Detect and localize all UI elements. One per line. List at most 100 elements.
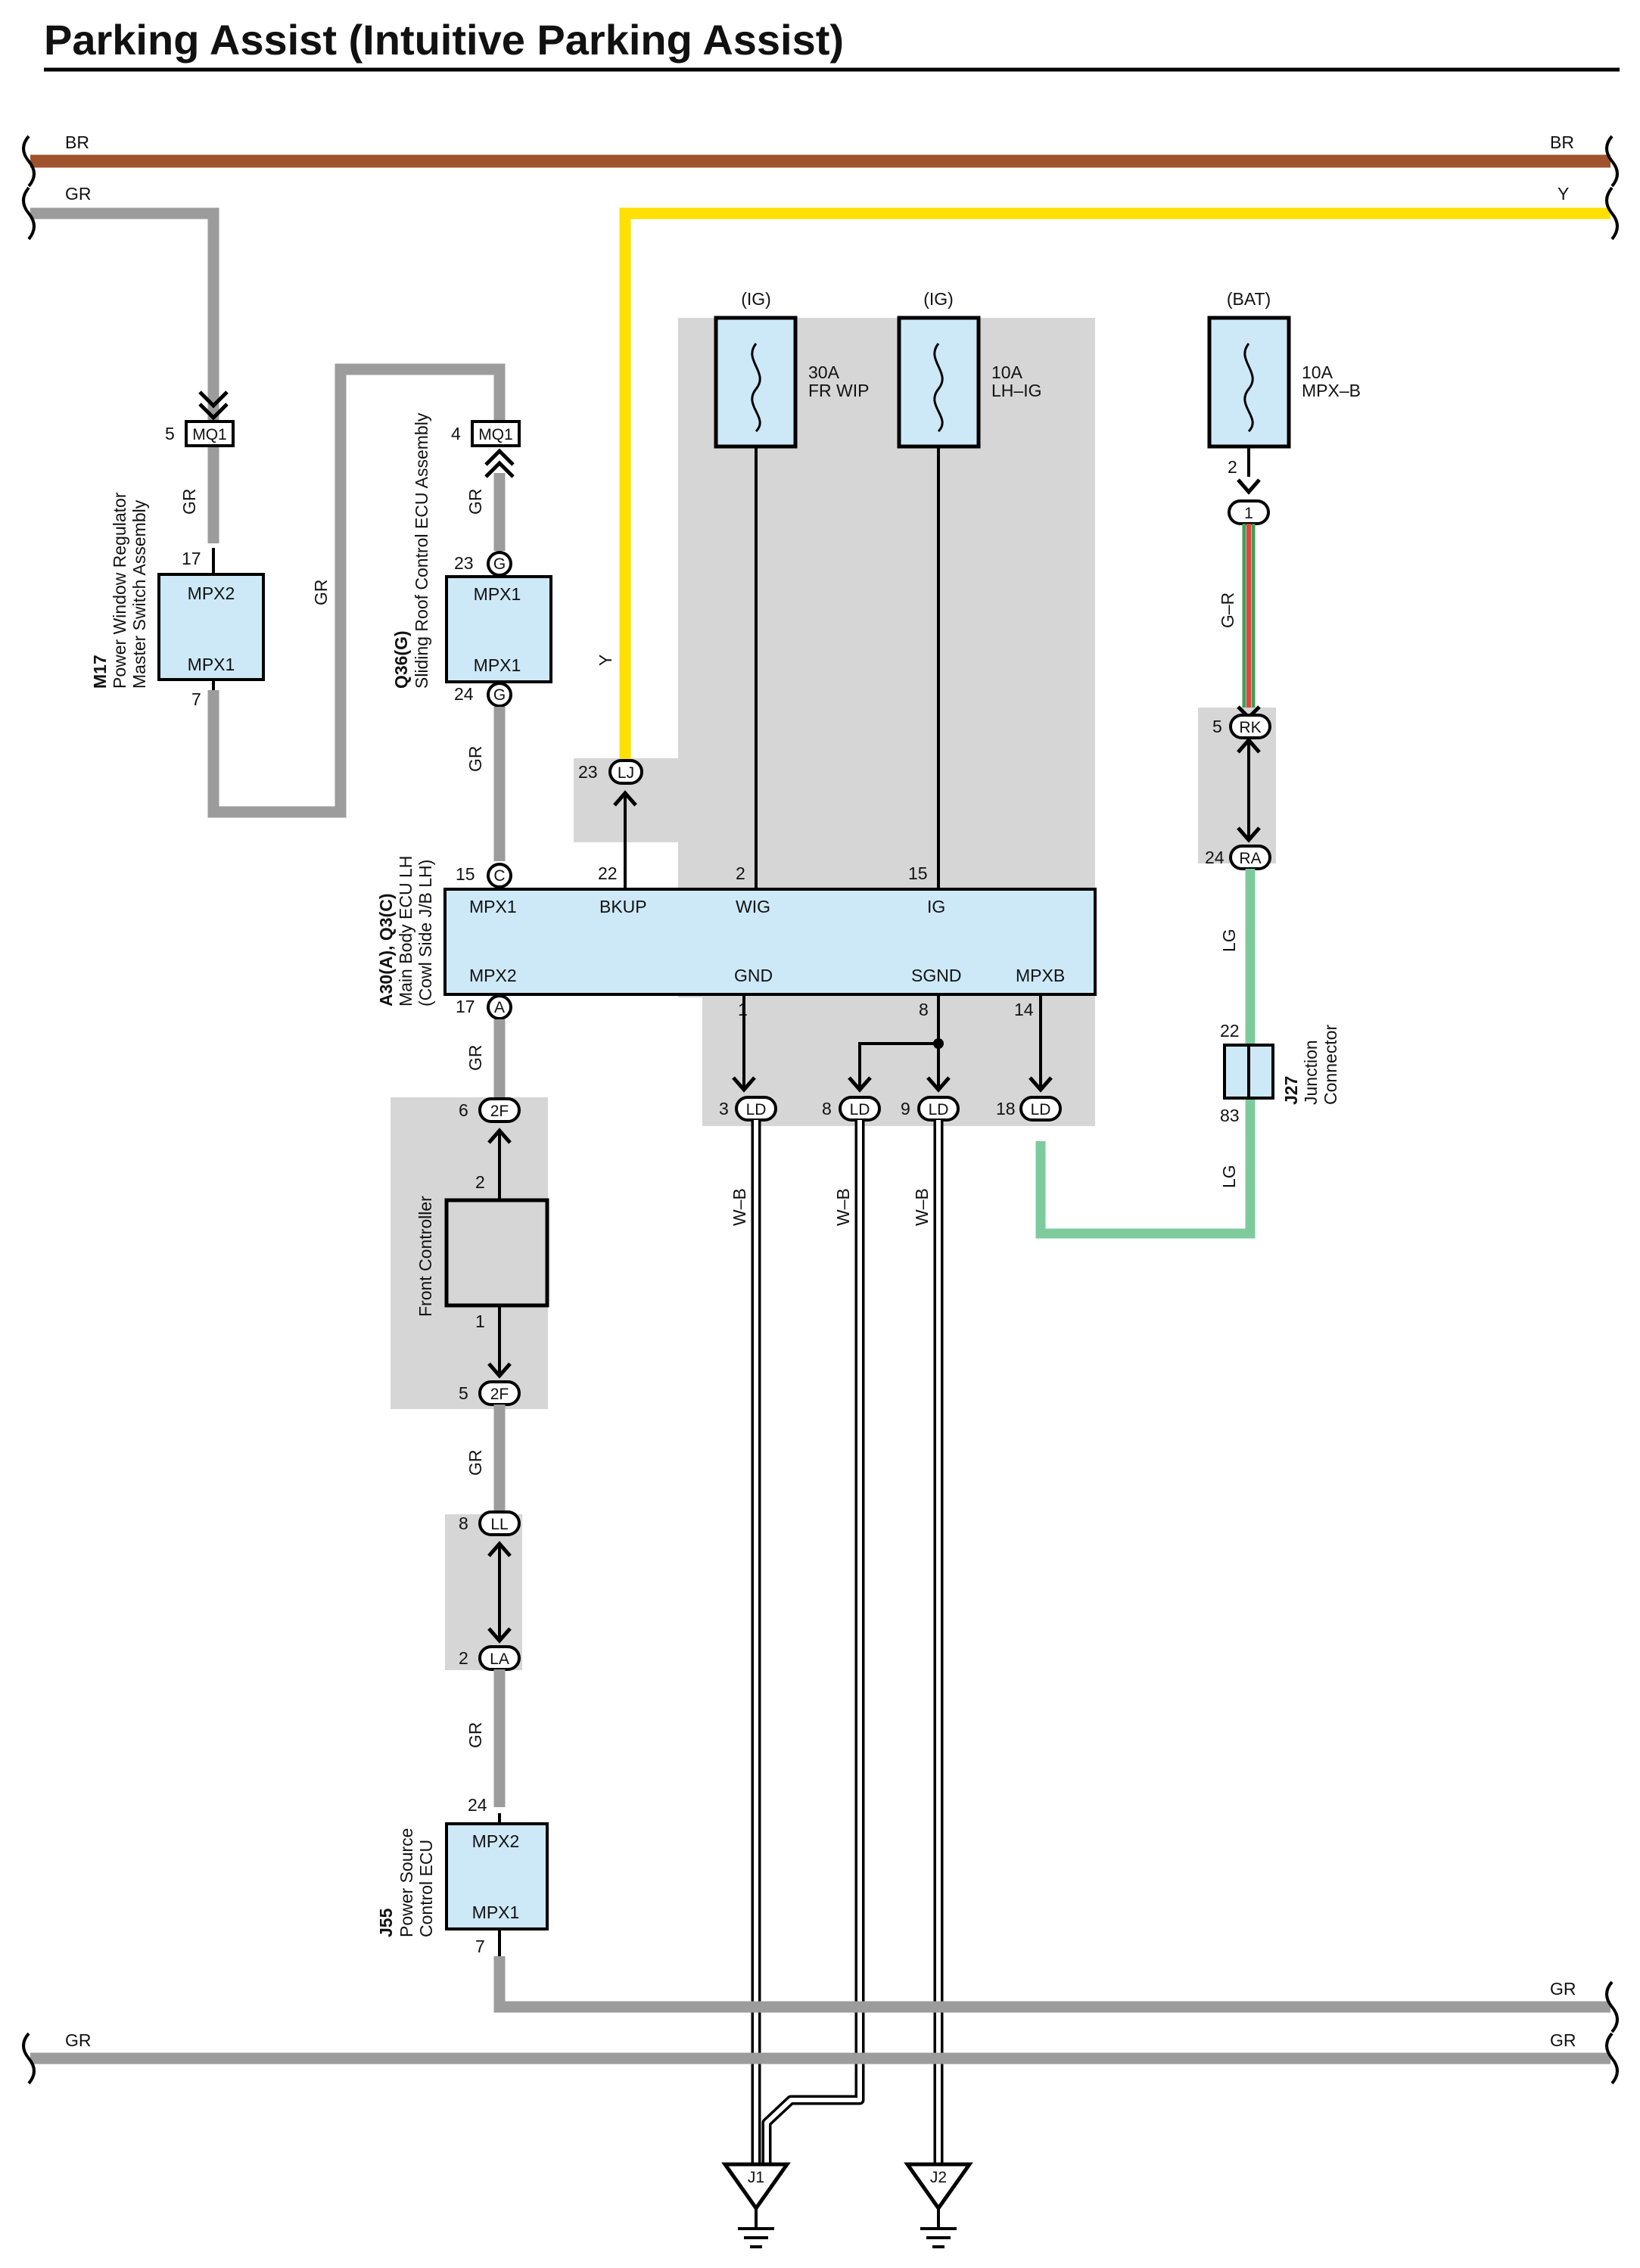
ld4-pin: 18 xyxy=(996,1099,1016,1118)
main-label-bkup: BKUP xyxy=(599,897,647,916)
main-label-mpx1: MPX1 xyxy=(469,897,517,916)
sgnd-branch-line xyxy=(858,1042,938,1090)
lj-pin: 23 xyxy=(578,762,598,782)
q36-bottom-label: MPX1 xyxy=(474,655,521,675)
m17-mq1-connector xyxy=(185,420,235,447)
front-pin-bottom: 1 xyxy=(475,1311,485,1331)
q36-mq1-label: MQ1 xyxy=(478,426,513,443)
ll-arrow-icon xyxy=(487,1541,512,1557)
j55-pin-top: 24 xyxy=(468,1795,487,1815)
q36-g-bottom-connector xyxy=(487,682,512,708)
2f-top-connector xyxy=(478,1097,521,1123)
fuse1-name: FR WIP xyxy=(808,381,870,400)
ld2-pin: 8 xyxy=(822,1099,832,1118)
q36-conn-pin: 4 xyxy=(451,424,461,443)
bus-label-y-right: Y xyxy=(1558,184,1569,204)
gr-top-wire xyxy=(30,207,219,428)
main-a-label: A xyxy=(494,999,505,1016)
main-pin-mpxb: 14 xyxy=(1014,1000,1034,1019)
rk-label: RK xyxy=(1239,719,1261,736)
q36-g-top: G xyxy=(493,555,506,573)
q36-code: Q36(G) xyxy=(391,630,411,689)
q36-arrow-icon-2 xyxy=(484,460,515,478)
main-pin-mpx2: 17 xyxy=(456,997,475,1016)
j55-to-bus-wire xyxy=(493,1956,1610,2013)
m17-to-q36-wire xyxy=(207,363,506,818)
gr2-wire-label: G–R xyxy=(1218,593,1237,628)
2f-top-label: 2F xyxy=(490,1103,509,1120)
m17-component xyxy=(157,573,265,681)
rk-pin: 5 xyxy=(1212,717,1222,736)
j55-name-2: Control ECU xyxy=(416,1840,436,1937)
main-body-ecu xyxy=(443,888,1097,996)
fuse3-name: MPX–B xyxy=(1302,381,1361,400)
m17-name-1: Power Window Regulator xyxy=(110,492,129,689)
fuse1-supply: (IG) xyxy=(741,289,771,309)
sgnd-splice xyxy=(933,1038,944,1049)
ll-connector xyxy=(478,1510,521,1536)
ground-j2-icon xyxy=(904,2162,973,2212)
bus-label-br-left: BR xyxy=(65,132,89,152)
break-mark-right-3 xyxy=(1605,1980,1619,2033)
m17-code: M17 xyxy=(90,655,110,689)
j27-name: Junction xyxy=(1301,1040,1321,1105)
page-title: Parking Assist (Intuitive Parking Assist… xyxy=(44,16,844,64)
2f-top-pin: 6 xyxy=(459,1100,468,1120)
fuse3-supply: (BAT) xyxy=(1227,289,1271,309)
bus-label-gr-bottom-right: GR xyxy=(1550,1979,1576,1999)
wb-label-3: W–B xyxy=(912,1188,932,1226)
ground-j1-label: J1 xyxy=(748,2169,764,2186)
front-controller xyxy=(444,1198,549,1308)
ll-pin: 8 xyxy=(459,1514,468,1533)
lg-wire-label-1: LG xyxy=(1219,929,1239,952)
break-mark-left-1 xyxy=(22,135,36,188)
j55-component xyxy=(445,1822,549,1930)
q36-top-label: MPX1 xyxy=(474,584,521,604)
main-a-connector xyxy=(487,994,512,1020)
main-pin-bkup: 22 xyxy=(598,863,618,883)
fuse2-supply: (IG) xyxy=(923,289,954,309)
j27-pin-top: 22 xyxy=(1220,1021,1240,1041)
la-label: LA xyxy=(490,1650,509,1668)
break-mark-right-2 xyxy=(1605,186,1619,241)
2f-bottom-arrow-icon xyxy=(487,1362,512,1379)
ll-label: LL xyxy=(490,1516,508,1533)
wb-label-1: W–B xyxy=(730,1188,749,1226)
main-pin-wig: 2 xyxy=(736,863,745,883)
main-pin-mpx1: 15 xyxy=(456,864,475,884)
bus-label-gr-bottom-right-2: GR xyxy=(1550,2030,1576,2050)
q36-wire-label-gr: GR xyxy=(465,489,485,515)
m17-pin-bottom: 7 xyxy=(191,689,201,709)
m17-name-2: Master Switch Assembly xyxy=(129,499,149,689)
q36-lower-label-gr: GR xyxy=(465,746,485,773)
ld4-connector xyxy=(1019,1096,1062,1122)
m17-arrow-icon xyxy=(198,390,229,409)
q36-name: Sliding Roof Control ECU Assembly xyxy=(412,412,431,689)
wb-wire-2-outline xyxy=(761,1120,865,2186)
ld3-label: LD xyxy=(929,1101,949,1118)
front-pin-top: 2 xyxy=(475,1172,485,1192)
fuse1-rating: 30A xyxy=(808,362,840,382)
main-label-sgnd: SGND xyxy=(911,966,961,985)
m17-arrow-icon-2 xyxy=(198,403,229,421)
break-mark-right-1 xyxy=(1605,135,1619,188)
break-mark-left-2 xyxy=(22,186,36,241)
ground-j2-label: J2 xyxy=(930,2169,947,2186)
fuse2-rating: 10A xyxy=(991,362,1023,382)
la-arrow-icon xyxy=(487,1627,512,1644)
front-controller-name: Front Controller xyxy=(415,1196,435,1317)
ld2-label: LD xyxy=(850,1101,870,1118)
2f-bottom-label: 2F xyxy=(490,1386,509,1403)
q36-arrow-icon xyxy=(484,448,515,466)
j55-pin-bottom: 7 xyxy=(475,1937,485,1956)
main-label-wig: WIG xyxy=(736,897,770,916)
ground-j1-icon xyxy=(721,2162,791,2212)
ra-pin: 24 xyxy=(1205,848,1225,867)
fuse3-arrow-icon xyxy=(1237,478,1261,495)
m17-wire-label-gr: GR xyxy=(179,489,199,515)
bat-connector-label: 1 xyxy=(1244,505,1253,522)
j55-name-1: Power Source xyxy=(397,1828,416,1937)
m17-top-label: MPX2 xyxy=(188,583,235,603)
q36-g-bottom: G xyxy=(493,686,506,704)
